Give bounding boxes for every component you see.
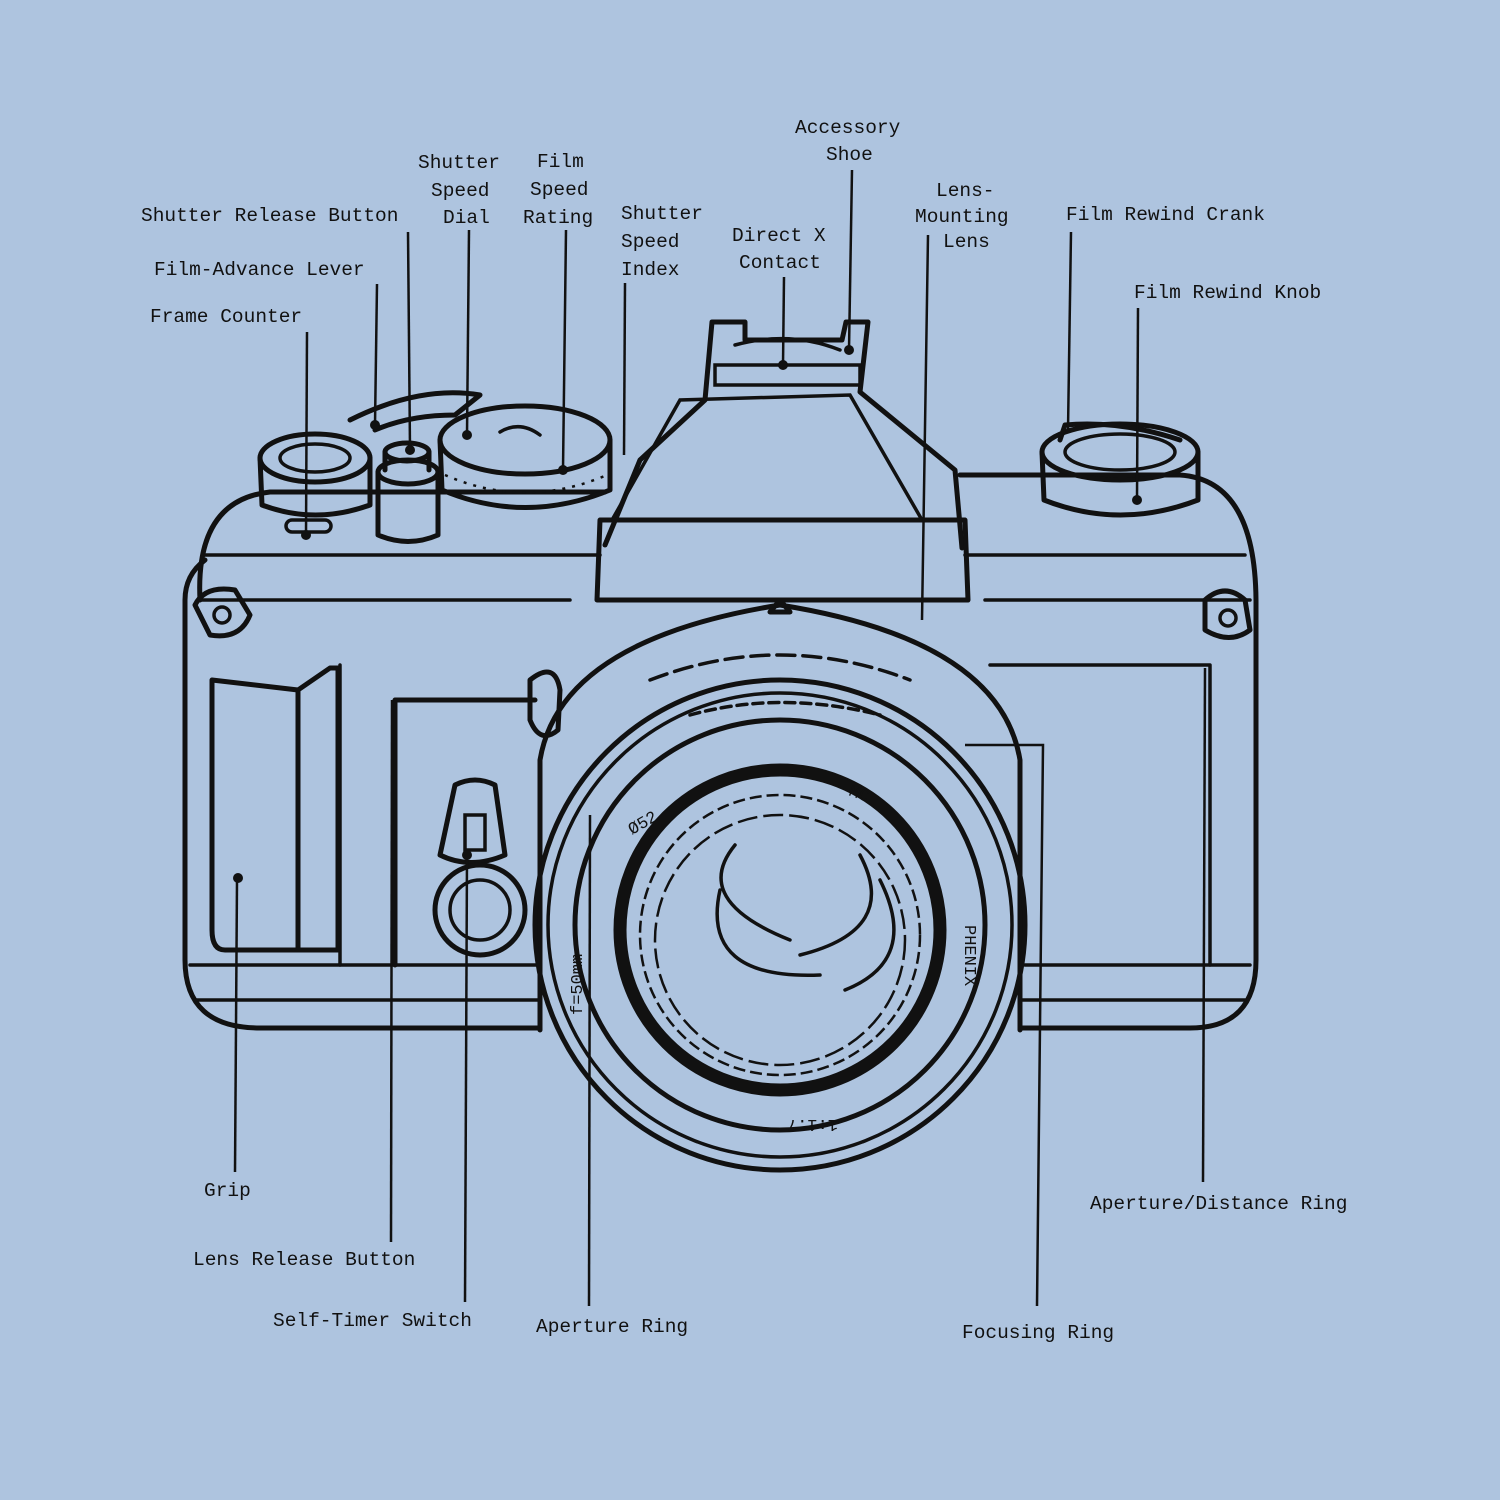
label-shutter-speed-index-1: Shutter — [621, 203, 703, 225]
lens-brand-marking: PHENIX — [959, 925, 978, 986]
camera-body — [182, 472, 1259, 1031]
label-film-advance-lever: Film-Advance Lever — [154, 259, 365, 281]
label-lens-release-button: Lens Release Button — [193, 1249, 415, 1271]
label-lens-mounting-lens-2: Mounting — [915, 206, 1009, 228]
bottom-band — [188, 963, 1252, 1002]
label-aperture-distance-ring: Aperture/Distance Ring — [1090, 1193, 1347, 1215]
shutter-release — [375, 440, 441, 544]
label-shutter-speed-index-3: Index — [621, 259, 680, 281]
label-grip: Grip — [204, 1180, 251, 1202]
label-accessory-shoe-2: Shoe — [826, 144, 873, 166]
label-direct-x-contact-2: Contact — [739, 252, 821, 274]
label-shutter-speed-dial-1: Shutter — [418, 152, 500, 174]
shutter-speed-dial — [437, 403, 613, 510]
label-frame-counter: Frame Counter — [150, 306, 302, 328]
label-lens-mounting-lens-1: Lens- — [936, 180, 995, 202]
front-window — [594, 517, 971, 603]
label-focusing-ring: Focusing Ring — [962, 1322, 1114, 1344]
labels: Accessory Shoe Shutter Speed Dial Film S… — [141, 117, 1347, 1344]
frame-counter-dial — [257, 431, 373, 534]
accessory-shoe-rail — [713, 336, 862, 387]
lens-focal-length-marking: f=50mm — [569, 954, 588, 1015]
lens-aperture-marking: 1:1.7 — [787, 1114, 838, 1133]
label-self-timer-switch: Self-Timer Switch — [273, 1310, 472, 1332]
label-lens-mounting-lens-3: Lens — [943, 231, 990, 253]
label-film-speed-rating-3: Rating — [523, 207, 593, 229]
label-shutter-speed-index-2: Speed — [621, 231, 680, 253]
lens: Ø52 MC PHENIX f=50mm 1:1.7 — [532, 597, 1028, 1173]
label-aperture-ring: Aperture Ring — [536, 1316, 688, 1338]
label-direct-x-contact-1: Direct X — [732, 225, 826, 247]
label-film-speed-rating-1: Film — [537, 151, 584, 173]
camera-illustration: Ø52 MC PHENIX f=50mm 1:1.7 — [182, 319, 1259, 1173]
label-film-rewind-crank: Film Rewind Crank — [1066, 204, 1265, 226]
strap-lug-right — [1202, 588, 1253, 640]
lens-release-panel — [392, 697, 538, 968]
grip-panel — [209, 677, 301, 953]
label-shutter-release-button: Shutter Release Button — [141, 205, 398, 227]
top-plate-line — [198, 553, 1252, 602]
self-timer-lever — [432, 777, 528, 958]
leader-lines — [233, 169, 1207, 1307]
strap-lug-left — [192, 586, 253, 639]
film-advance-lever — [347, 390, 483, 433]
film-rewind-knob — [1039, 421, 1201, 518]
label-film-speed-rating-2: Speed — [530, 179, 589, 201]
label-accessory-shoe-1: Accessory — [795, 117, 901, 139]
label-shutter-speed-dial-3: Dial — [443, 207, 490, 229]
lens-release-knob — [527, 669, 563, 739]
label-film-rewind-knob: Film Rewind Knob — [1134, 282, 1321, 304]
prism-face — [608, 393, 926, 522]
label-shutter-speed-dial-2: Speed — [431, 180, 490, 202]
